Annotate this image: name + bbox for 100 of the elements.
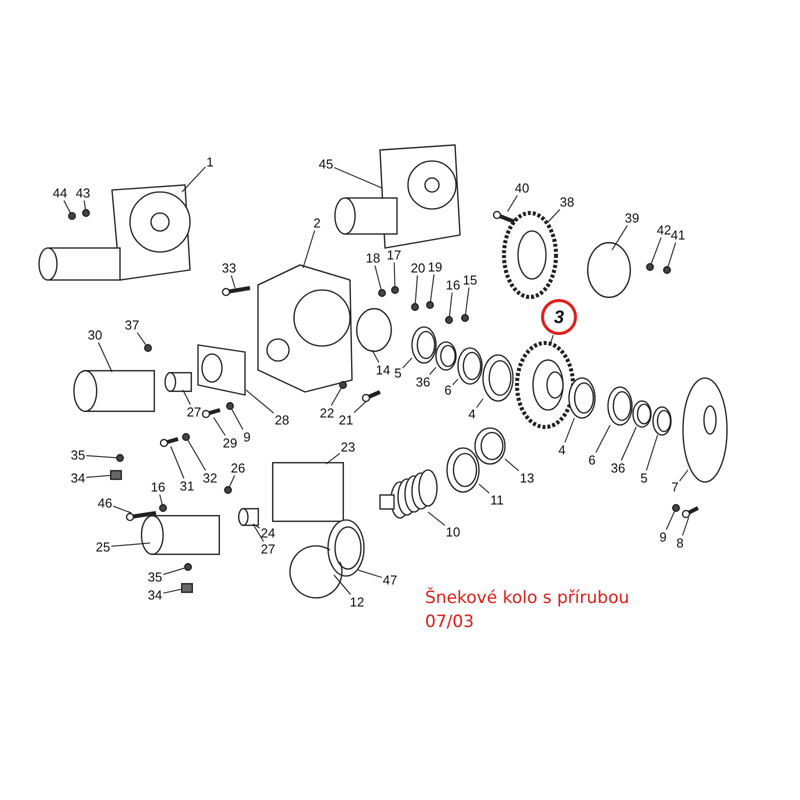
- nut-drawing: [182, 433, 190, 441]
- leader-line: [231, 408, 244, 430]
- gear-drawing: [515, 341, 575, 429]
- callout-number: 29: [222, 436, 238, 450]
- leader-line: [464, 287, 470, 316]
- leader-line: [612, 225, 628, 250]
- leader-line: [182, 390, 191, 405]
- callout-number: 6: [443, 382, 453, 398]
- callout-number: 1: [205, 154, 215, 170]
- leader-line: [429, 366, 436, 375]
- gear-drawing: [502, 211, 558, 299]
- bolt-drawing: [682, 506, 699, 518]
- flange-drawing: [272, 462, 344, 522]
- leader-line: [159, 494, 163, 506]
- bearing-drawing: [435, 341, 457, 371]
- callout-number: 34: [146, 588, 164, 602]
- callout-number: 6: [587, 452, 597, 468]
- leader-line: [354, 401, 367, 413]
- bearing-drawing: [632, 400, 652, 428]
- leader-line: [504, 458, 520, 472]
- bearing-drawing: [568, 377, 596, 419]
- callout-number: 36: [610, 460, 626, 476]
- leader-line: [252, 524, 260, 529]
- leader-line: [170, 446, 184, 479]
- callout-number: 42: [656, 222, 672, 238]
- nut-drawing: [82, 209, 90, 217]
- leader-line: [394, 262, 396, 288]
- leader-line: [229, 475, 236, 488]
- nut-drawing: [461, 314, 469, 322]
- plug-drawing: [110, 470, 122, 480]
- callout-number: 5: [393, 366, 403, 380]
- worm-shaft-drawing: [379, 469, 438, 519]
- callout-number: 30: [86, 328, 104, 342]
- callout-number: 16: [444, 278, 462, 292]
- note-text: Šnekové kolo s přírubou: [425, 588, 630, 608]
- gearbox-housing-drawing: [257, 264, 353, 393]
- gearbox-housing-drawing: [334, 144, 461, 249]
- leader-line: [162, 588, 182, 594]
- callout-number: 4: [467, 406, 477, 422]
- bolt-drawing: [362, 390, 381, 402]
- leader-line: [548, 209, 560, 222]
- callout-number: 17: [386, 248, 402, 262]
- callout-number: 26: [230, 460, 246, 476]
- plug-drawing: [181, 583, 193, 593]
- callout-number: 31: [178, 478, 196, 494]
- note-text: 07/03: [425, 612, 474, 632]
- flange-drawing: [587, 242, 631, 298]
- leader-line: [246, 390, 274, 414]
- callout-number: 35: [146, 570, 164, 584]
- leader-line: [98, 342, 112, 372]
- callout-number: 18: [364, 250, 382, 266]
- cover-plate-drawing: [356, 308, 392, 352]
- callout-number: 11: [489, 492, 505, 508]
- nut-drawing: [411, 303, 419, 311]
- leader-line: [620, 426, 637, 461]
- bolt-drawing: [222, 286, 250, 296]
- motor-drawing: [73, 370, 155, 412]
- coupling-drawing: [238, 508, 259, 526]
- callout-number: 34: [70, 470, 86, 486]
- callout-number: 9: [658, 530, 668, 544]
- callout-number: 21: [338, 412, 354, 428]
- leader-line: [679, 470, 688, 482]
- leader-line: [402, 357, 412, 369]
- leader-line: [326, 452, 340, 464]
- callout-number: 10: [444, 524, 462, 540]
- leader-line: [428, 512, 446, 526]
- leader-line: [372, 350, 380, 363]
- leader-line: [414, 275, 418, 304]
- callout-number: 46: [96, 496, 114, 510]
- ring-drawing: [457, 347, 483, 385]
- leader-line: [666, 510, 676, 530]
- gearbox-housing-drawing: [38, 184, 191, 281]
- nut-drawing: [226, 402, 234, 410]
- leader-line: [452, 378, 458, 386]
- nut-drawing: [68, 212, 76, 220]
- leader-line: [334, 574, 352, 595]
- callout-number: 39: [624, 210, 640, 226]
- callout-number: 43: [74, 186, 92, 200]
- bolt-drawing: [492, 210, 516, 224]
- nut-drawing: [391, 286, 399, 294]
- callout-number: 19: [426, 260, 444, 274]
- bearing-drawing: [327, 519, 365, 577]
- callout-number: 9: [242, 430, 252, 444]
- callout-number: 8: [675, 536, 685, 550]
- callout-number: 24: [260, 526, 276, 540]
- leader-line: [252, 524, 264, 542]
- bolt-drawing: [126, 511, 156, 522]
- nut-drawing: [672, 504, 680, 512]
- flange-drawing: [197, 344, 246, 396]
- callout-number: 12: [348, 594, 366, 610]
- leader-line: [136, 332, 146, 346]
- leader-line: [84, 200, 86, 210]
- leader-line: [302, 230, 316, 268]
- leader-line: [476, 398, 484, 408]
- nut-drawing: [116, 454, 124, 462]
- ring-drawing: [289, 545, 343, 598]
- nut-drawing: [426, 301, 434, 309]
- leader-line: [213, 417, 226, 436]
- nut-drawing: [224, 486, 232, 494]
- ring-drawing: [411, 326, 437, 364]
